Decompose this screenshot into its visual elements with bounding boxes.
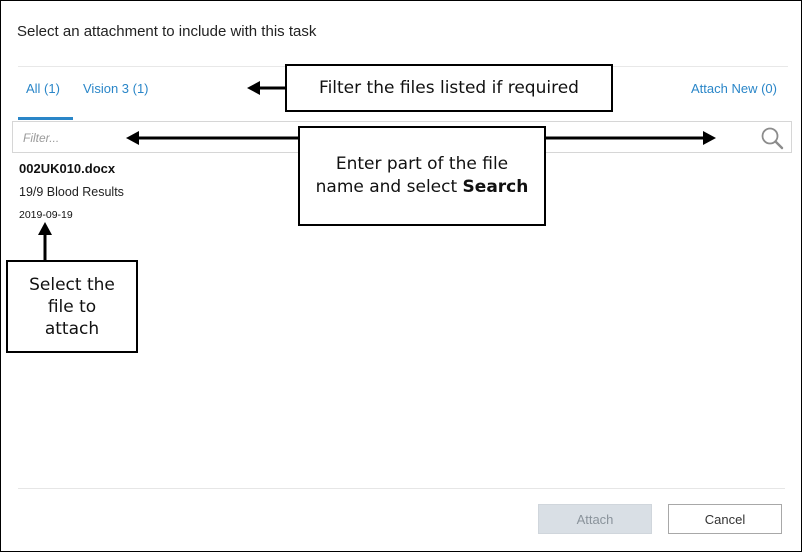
- active-tab-indicator: [18, 117, 73, 120]
- tab-all[interactable]: All (1): [26, 81, 60, 96]
- attach-new-link[interactable]: Attach New (0): [691, 81, 777, 96]
- callout-select-line1: Select the: [29, 274, 115, 295]
- callout-select-file: Select the file to attach: [6, 260, 138, 353]
- cancel-button[interactable]: Cancel: [668, 504, 782, 534]
- callout-search-line1: Enter part of the file: [335, 154, 509, 174]
- callout-search: Enter part of the file name and select S…: [298, 126, 546, 226]
- callout-select-line3: attach: [44, 318, 100, 339]
- file-description: 19/9 Blood Results: [19, 185, 124, 199]
- tab-vision-3[interactable]: Vision 3 (1): [83, 81, 149, 96]
- callout-filter-tabs: Filter the files listed if required: [285, 64, 613, 112]
- file-name: 002UK010.docx: [19, 161, 116, 176]
- attach-button[interactable]: Attach: [538, 504, 652, 534]
- callout-search-line2: name and select Search: [316, 176, 529, 199]
- callout-search-line2-text: name and select: [315, 177, 463, 197]
- dialog-title: Select an attachment to include with thi…: [17, 23, 317, 40]
- file-list-item[interactable]: 002UK010.docx 19/9 Blood Results 2019-09…: [19, 159, 199, 227]
- callout-select-line2: file to: [47, 296, 97, 317]
- callout-filter-tabs-text: Filter the files listed if required: [319, 78, 579, 98]
- callout-search-bold: Search: [462, 177, 529, 197]
- search-icon[interactable]: [759, 125, 785, 151]
- file-date: 2019-09-19: [19, 209, 73, 221]
- footer-divider: [18, 488, 785, 489]
